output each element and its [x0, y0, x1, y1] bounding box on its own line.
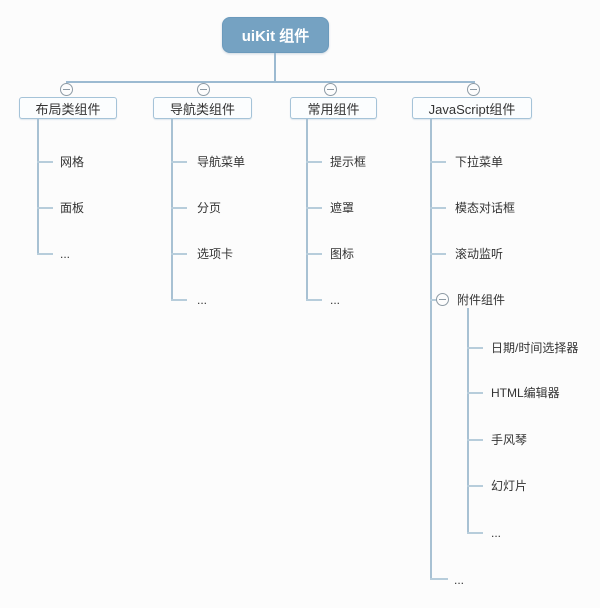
leaf-node[interactable]: 选项卡	[197, 247, 234, 261]
leaf-node[interactable]: ...	[491, 526, 502, 540]
leaf-node-attachment-group[interactable]: 附件组件	[457, 293, 506, 307]
leaf-node[interactable]: 网格	[60, 155, 85, 169]
connector-tick	[37, 161, 53, 163]
leaf-node[interactable]: ...	[60, 247, 71, 261]
connector-tick	[430, 578, 448, 580]
branch-node-common[interactable]: 常用组件	[290, 97, 377, 119]
leaf-node[interactable]: ...	[454, 573, 465, 587]
collapse-icon[interactable]	[436, 293, 449, 306]
connector-line	[37, 119, 39, 255]
connector-tick	[306, 207, 322, 209]
leaf-node[interactable]: 图标	[330, 247, 355, 261]
connector-tick	[306, 253, 322, 255]
leaf-node[interactable]: 模态对话框	[455, 201, 516, 215]
minus-icon	[470, 89, 477, 90]
connector-tick	[430, 253, 446, 255]
connector-line	[306, 119, 308, 301]
branch-node-layout[interactable]: 布局类组件	[19, 97, 117, 119]
connector-line	[66, 81, 475, 83]
collapse-icon[interactable]	[60, 83, 73, 96]
leaf-node[interactable]: 下拉菜单	[455, 155, 504, 169]
leaf-node[interactable]: 日期/时间选择器	[491, 341, 579, 355]
leaf-node[interactable]: HTML编辑器	[491, 386, 560, 400]
leaf-node[interactable]: 提示框	[330, 155, 367, 169]
connector-line	[467, 308, 469, 534]
connector-line	[430, 119, 432, 580]
branch-node-navigation[interactable]: 导航类组件	[153, 97, 252, 119]
minus-icon	[439, 299, 446, 300]
connector-tick	[430, 161, 446, 163]
connector-tick	[430, 207, 446, 209]
connector-tick	[467, 392, 483, 394]
connector-tick	[306, 161, 322, 163]
connector-tick	[171, 207, 187, 209]
collapse-icon[interactable]	[324, 83, 337, 96]
leaf-node[interactable]: ...	[330, 293, 341, 307]
connector-tick	[467, 532, 483, 534]
connector-tick	[306, 299, 322, 301]
collapse-icon[interactable]	[197, 83, 210, 96]
connector-tick	[171, 253, 187, 255]
leaf-node[interactable]: 面板	[60, 201, 85, 215]
connector-tick	[37, 253, 53, 255]
leaf-node[interactable]: 分页	[197, 201, 222, 215]
connector-tick	[430, 299, 437, 301]
minus-icon	[63, 89, 70, 90]
connector-tick	[37, 207, 53, 209]
leaf-node[interactable]: 手风琴	[491, 433, 528, 447]
leaf-node[interactable]: 滚动监听	[455, 247, 504, 261]
connector-tick	[467, 439, 483, 441]
connector-line	[274, 53, 276, 82]
leaf-node[interactable]: 遮罩	[330, 201, 355, 215]
connector-line	[171, 119, 173, 301]
leaf-node[interactable]: ...	[197, 293, 208, 307]
minus-icon	[200, 89, 207, 90]
connector-tick	[467, 485, 483, 487]
connector-tick	[171, 299, 187, 301]
connector-tick	[467, 347, 483, 349]
collapse-icon[interactable]	[467, 83, 480, 96]
connector-tick	[171, 161, 187, 163]
branch-node-javascript[interactable]: JavaScript组件	[412, 97, 532, 119]
leaf-node[interactable]: 导航菜单	[197, 155, 246, 169]
leaf-node[interactable]: 幻灯片	[491, 479, 528, 493]
minus-icon	[327, 89, 334, 90]
root-node[interactable]: uiKit 组件	[222, 17, 329, 53]
